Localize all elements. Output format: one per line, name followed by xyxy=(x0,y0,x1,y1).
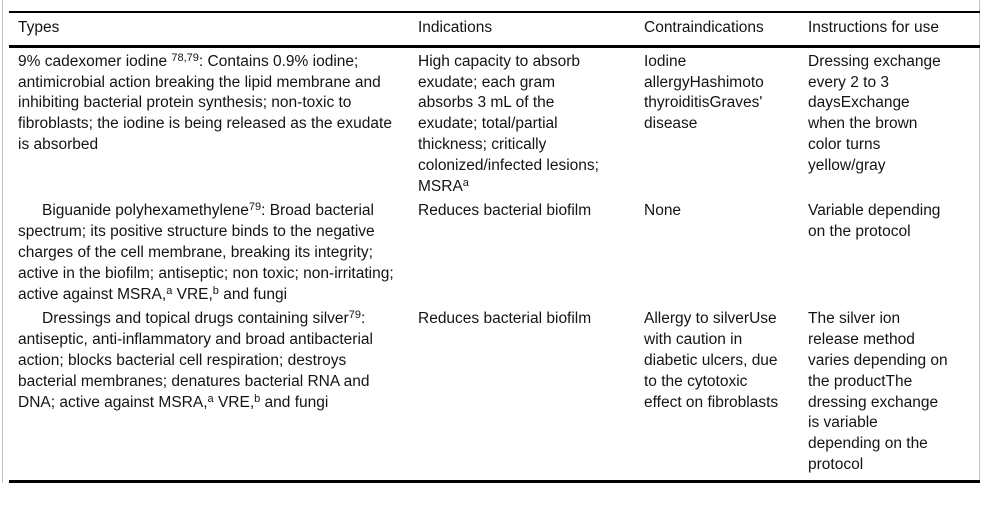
header-row: Types Indications Contraindications Inst… xyxy=(9,12,980,48)
cell-types: Dressings and topical drugs containing s… xyxy=(18,309,373,411)
table-row-cadexomer-iodine: 9% cadexomer iodine 78,79: Contains 0.9%… xyxy=(9,46,980,197)
cell-contraindications: Iodine allergyHashimoto thyroiditisGrave… xyxy=(644,52,764,133)
column-header-indications: Indications xyxy=(409,12,635,48)
column-header-contraindications: Contraindications xyxy=(635,12,799,48)
antimicrobial-dressings-table: Types Indications Contraindications Inst… xyxy=(9,11,980,483)
column-header-instructions: Instructions for use xyxy=(799,12,980,48)
column-header-types: Types xyxy=(9,12,409,48)
cell-contraindications: None xyxy=(644,202,682,220)
cell-types: 9% cadexomer iodine 78,79: Contains 0.9%… xyxy=(18,51,392,153)
cell-types: Biguanide polyhexamethylene79: Broad bac… xyxy=(18,201,394,303)
table-row-biguanide-polyhexamethylene: Biguanide polyhexamethylene79: Broad bac… xyxy=(9,197,980,305)
table-scroll-container: Types Indications Contraindications Inst… xyxy=(2,0,980,483)
cell-indications: Reduces bacterial biofilm xyxy=(418,202,592,220)
cell-indications: High capacity to absorb exudate; each gr… xyxy=(418,52,599,195)
cell-instructions: The silver ion release method varies dep… xyxy=(808,310,948,473)
cell-indications: Reduces bacterial biofilm xyxy=(418,310,592,328)
cell-contraindications: Allergy to silverUse with caution in dia… xyxy=(644,310,779,411)
table-row-silver-dressings: Dressings and topical drugs containing s… xyxy=(9,305,980,481)
cell-instructions: Dressing exchange every 2 to 3 daysExcha… xyxy=(808,52,941,174)
cell-instructions: Variable depending on the protocol xyxy=(808,202,941,241)
